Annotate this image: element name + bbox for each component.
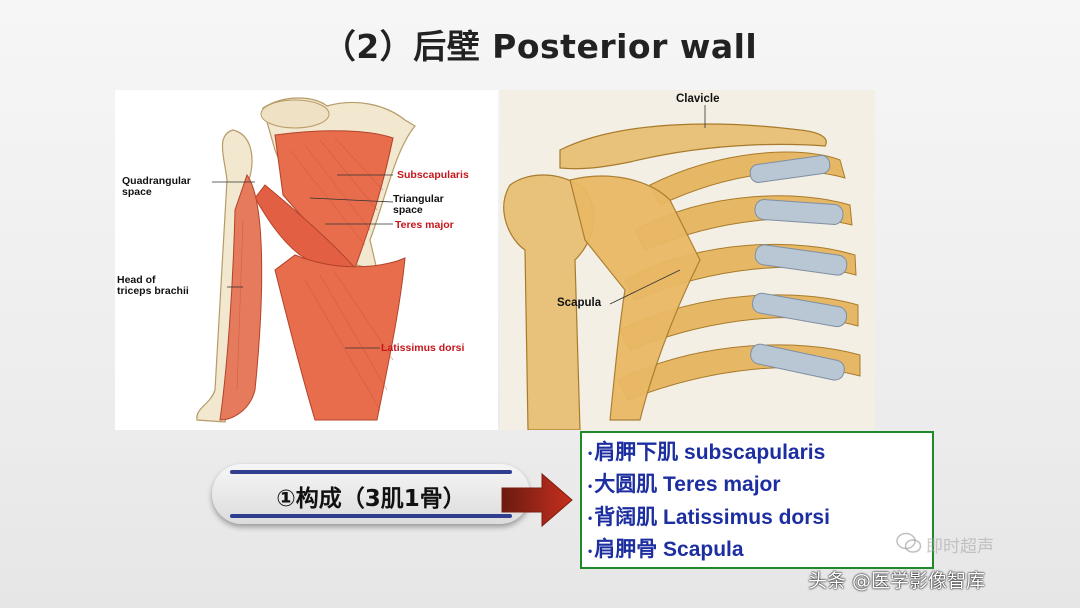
composition-item: •背阔肌 Latissimus dorsi <box>588 505 830 529</box>
composition-item: •肩胛骨 Scapula <box>588 538 744 562</box>
wechat-icon <box>896 532 922 553</box>
label-scapula: Scapula <box>557 297 602 309</box>
posterior-wall-muscles-figure: Quadrangular space Head of triceps brach… <box>115 90 498 430</box>
arrow-right-icon <box>501 472 573 528</box>
bullet-icon: • <box>588 446 593 461</box>
bone-illustration <box>500 90 875 430</box>
label-quadrangular-space: Quadrangular space <box>122 175 191 198</box>
bullet-icon: • <box>588 543 593 558</box>
muscle-illustration <box>196 97 416 423</box>
composition-item: •大圆肌 Teres major <box>588 473 781 497</box>
composition-label-banner: ①构成（3肌1骨） <box>212 464 530 524</box>
bullet-icon: • <box>588 478 593 493</box>
scapula-ribcage-figure: Clavicle Scapula <box>500 90 875 430</box>
banner-bottom-stripe <box>230 514 512 518</box>
composition-item: •肩胛下肌 subscapularis <box>588 441 826 464</box>
label-head-of-triceps-brachii: Head of triceps brachii <box>117 274 189 297</box>
label-clavicle: Clavicle <box>676 93 720 105</box>
composition-label: ①构成（3肌1骨） <box>276 486 466 512</box>
slide-title: （2）后壁 Posterior wall <box>322 27 758 66</box>
toutiao-watermark: 头条 @医学影像智库 <box>808 570 986 592</box>
bullet-icon: • <box>588 511 593 526</box>
banner-top-stripe <box>230 470 512 474</box>
composition-list-box: •肩胛下肌 subscapularis •大圆肌 Teres major •背阔… <box>580 431 934 569</box>
wechat-watermark: 即时超声 <box>926 537 994 557</box>
label-triangular-space: Triangular space <box>393 193 444 216</box>
label-subscapularis: Subscapularis <box>397 169 469 181</box>
label-teres-major: Teres major <box>395 219 454 231</box>
label-latissimus-dorsi: Latissimus dorsi <box>381 342 465 354</box>
